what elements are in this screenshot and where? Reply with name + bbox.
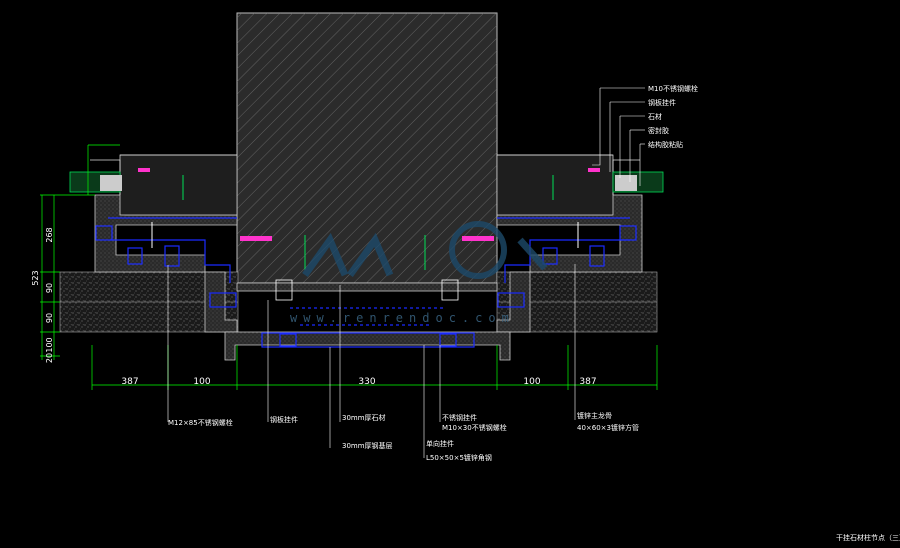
label-right-5: 结构胶粘贴 (648, 140, 683, 149)
watermark: www.renrendoc.com (290, 221, 548, 325)
dim-bottom-3: 330 (358, 377, 375, 387)
label-right-1: M10不锈钢螺栓 (648, 84, 698, 93)
dim-left-20: 20 (45, 353, 54, 363)
concrete-column (236, 12, 498, 284)
label-steel-hanger-left: 钢板挂件 (270, 415, 298, 424)
label-base-30: 30mm厚钢基层 (342, 441, 393, 450)
steel-framing (95, 217, 637, 348)
label-m10-bolt: M10×30不锈钢螺栓 (442, 423, 507, 432)
label-single-hanger: 单向挂件 (426, 439, 454, 448)
dim-left-268: 268 (45, 227, 54, 242)
leader-lines (167, 87, 645, 458)
dim-bottom-4: 100 (523, 377, 540, 387)
label-angle-steel: L50×50×5镀锌角钢 (426, 453, 492, 462)
dim-left-90a: 90 (45, 283, 54, 293)
label-m12-bolt: M12×85不锈钢螺栓 (168, 418, 233, 427)
bottom-dimensions: 387 100 330 100 387 (121, 377, 596, 387)
watermark-text: www.renrendoc.com (290, 311, 515, 325)
curtain-profiles (69, 171, 664, 193)
dimension-lines (40, 144, 658, 390)
label-stone-30: 30mm厚石材 (342, 413, 386, 422)
dim-bottom-5: 387 (579, 377, 596, 387)
right-labels: M10不锈钢螺栓 钢板挂件 石材 密封胶 结构胶粘贴 (648, 84, 698, 149)
label-main-keel: 镀锌主龙骨 (577, 411, 612, 420)
dim-left-523: 523 (31, 270, 40, 285)
label-right-4: 密封胶 (648, 126, 669, 135)
left-dimensions: 523 268 90 90 100 20 (31, 227, 54, 363)
label-square-tube: 40×60×3镀锌方管 (577, 423, 639, 432)
dim-left-90b: 90 (45, 313, 54, 323)
drawing-title: 干挂石材柱节点（三） (836, 533, 900, 542)
label-right-2: 钢板挂件 (648, 98, 676, 107)
dim-bottom-1: 387 (121, 377, 138, 387)
bolt-markers (138, 168, 600, 301)
dim-bottom-2: 100 (193, 377, 210, 387)
label-ss-hanger: 不锈钢挂件 (442, 413, 477, 422)
label-right-3: 石材 (648, 112, 662, 121)
dim-left-100: 100 (45, 337, 54, 352)
bottom-labels: M12×85不锈钢螺栓 钢板挂件 30mm厚石材 30mm厚钢基层 不锈钢挂件 … (168, 411, 639, 462)
